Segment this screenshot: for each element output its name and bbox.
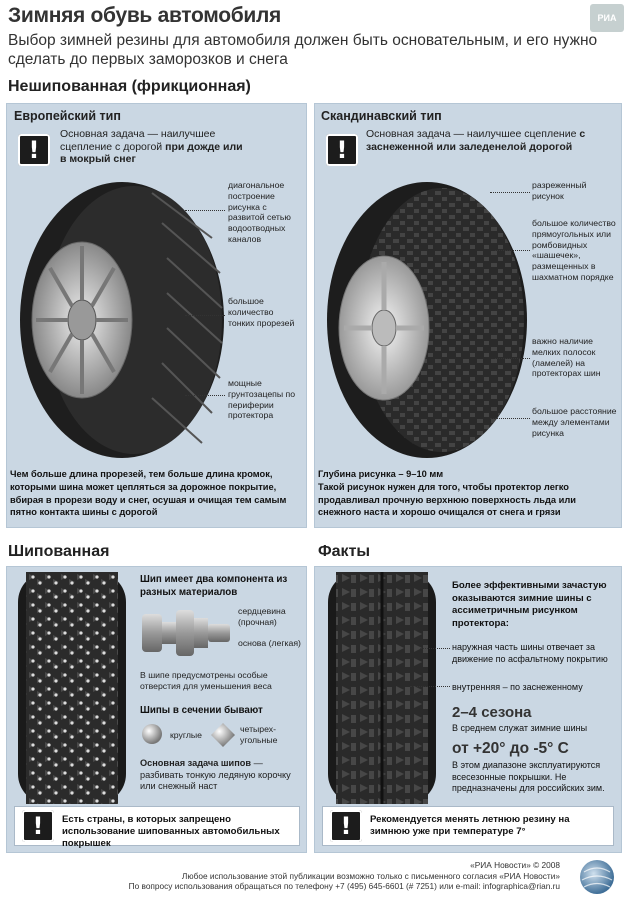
scandinavian-tire-image — [327, 182, 527, 458]
page-subtitle: Выбор зимней резины для автомобиля долже… — [8, 32, 598, 68]
round-stud-label: круглые — [170, 730, 203, 740]
page-title: Зимняя обувь автомобиля — [8, 4, 282, 27]
stud-title: Шип имеет два компонента из разных матер… — [140, 574, 288, 598]
facts-recommend-bar — [322, 806, 614, 846]
studded-warning-text: Есть страны, в которых запрещено использ… — [62, 814, 280, 849]
square-stud-label: четырех-угольные — [240, 724, 278, 745]
european-task: Основная задача — наилучшее сцепление с … — [60, 128, 243, 165]
stud-core-label: сердцевина (прочная) — [238, 606, 286, 627]
european-note-lugs: мощные грунтозацепы по периферии протект… — [228, 378, 296, 421]
pointer-line — [490, 192, 530, 193]
stud-image — [142, 610, 230, 656]
footer: «РИА Новости» © 2008 Любое использование… — [100, 860, 560, 892]
scandinavian-caption: Глубина рисунка – 9–10 мм Такой рисунок … — [318, 468, 620, 519]
footer-line1: Любое использование этой публикации возм… — [181, 870, 560, 881]
european-note-pattern: диагональное построение рисунка с развит… — [228, 180, 291, 244]
round-stud-icon — [142, 724, 162, 744]
section-facts-title: Факты — [318, 543, 371, 560]
facts-temperature: от +20° до -5° С — [452, 740, 569, 757]
pointer-line — [420, 648, 450, 649]
facts-recommend-text: Рекомендуется менять летнюю резину на зи… — [370, 814, 570, 837]
stud-task: Основная задача шипов — разбивать тонкую… — [140, 758, 291, 791]
european-note-sipes: большое количество тонких прорезей — [228, 296, 295, 328]
studded-warning-bar — [14, 806, 300, 846]
pointer-line — [495, 250, 530, 251]
pointer-line — [410, 686, 450, 687]
european-caption: Чем больше длина прорезей, тем больше дл… — [10, 469, 287, 518]
scandinavian-note-spacing: большое расстояние между элементами рису… — [532, 406, 617, 438]
section-friction-title: Нешипованная (фрикционная) — [8, 78, 251, 95]
stud-holes-note: В шипе предусмотрены особые отверстия дл… — [140, 670, 272, 691]
exclamation-icon: ! — [326, 134, 358, 166]
facts-outer: наружная часть шины отвечает за движение… — [452, 642, 608, 664]
pointer-line — [490, 418, 530, 419]
european-tire-image — [20, 182, 224, 458]
scandinavian-task: Основная задача — наилучшее сцепление с … — [366, 128, 586, 153]
asymmetric-tire-image — [328, 572, 436, 804]
studded-tire-image — [18, 572, 126, 804]
facts-intro: Более эффективными зачастую оказываются … — [452, 580, 607, 629]
european-title: Европейский тип — [14, 109, 121, 123]
scandinavian-note-lamels: важно наличие мелких полосок (ламелей) н… — [532, 336, 601, 379]
footer-copyright: «РИА Новости» © 2008 — [470, 860, 560, 870]
stud-base-label: основа (легкая) — [238, 638, 301, 648]
ria-logo: РИА — [590, 4, 624, 32]
pointer-line — [185, 210, 225, 211]
square-stud-icon — [211, 723, 235, 747]
scandinavian-depth: Глубина рисунка – 9–10 мм — [318, 469, 444, 479]
section-studded-title: Шипованная — [8, 543, 110, 560]
facts-seasons-note: В среднем служат зимние шины — [452, 723, 588, 733]
ria-globe-icon — [580, 860, 614, 894]
stud-shapes-title: Шипы в сечении бывают — [140, 705, 263, 716]
pointer-line — [185, 395, 225, 396]
scandinavian-note-blocks: большое количество прямоугольных или ром… — [532, 218, 616, 282]
exclamation-icon: ! — [18, 134, 50, 166]
pointer-line — [185, 315, 225, 316]
scandinavian-note-sparse: разреженный рисунок — [532, 180, 587, 201]
exclamation-icon: ! — [330, 810, 362, 842]
scandinavian-caption-text: Такой рисунок нужен для того, чтобы прот… — [318, 481, 576, 518]
footer-line2: По вопросу использования обращаться по т… — [128, 881, 560, 891]
exclamation-icon: ! — [22, 810, 54, 842]
facts-temperature-note: В этом диапазоне эксплуатируются всесезо… — [452, 760, 605, 793]
scandinavian-title: Скандинавский тип — [321, 109, 442, 123]
facts-inner: внутренняя – по заснеженному — [452, 682, 583, 692]
facts-seasons: 2–4 сезона — [452, 704, 532, 721]
pointer-line — [495, 358, 530, 359]
